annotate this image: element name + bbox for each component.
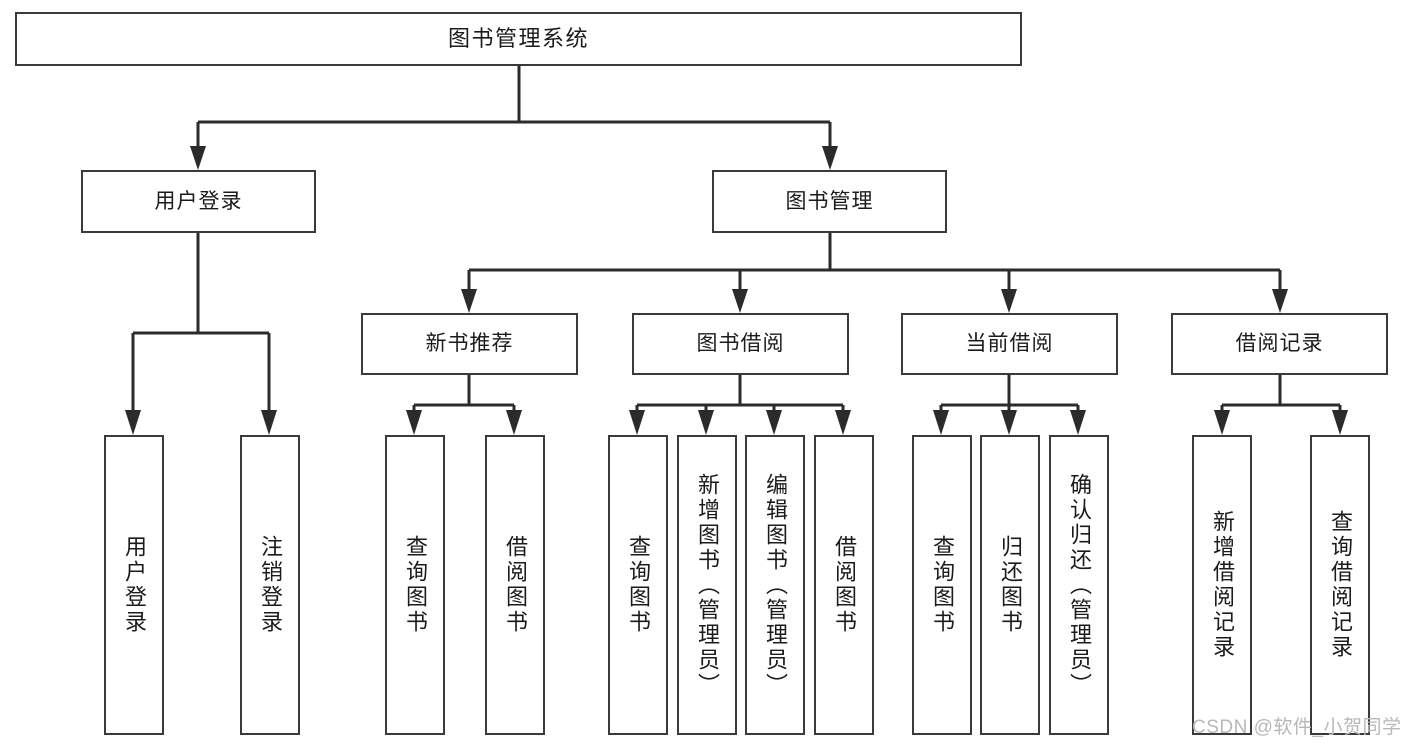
arrowhead-userlogin-l2 (261, 410, 277, 435)
arrowhead-userlogin-l1 (125, 410, 141, 435)
node-book-borrow-label: 图书借阅 (696, 332, 785, 356)
arrowhead-borrowrecord (1272, 289, 1288, 313)
arrowhead-bookborrow-l1 (629, 410, 645, 435)
node-borrow-record[interactable]: 借阅记录 (1171, 313, 1388, 375)
leaf-label: 用户登录 (122, 535, 147, 635)
node-user-login[interactable]: 用户登录 (81, 170, 316, 233)
leaf-book-borrow-add[interactable]: 新增图书（管理员） (677, 435, 737, 735)
arrowhead-bookborrow-l3 (766, 410, 782, 435)
node-user-login-label: 用户登录 (154, 189, 243, 213)
leaf-book-borrow-borrow[interactable]: 借阅图书 (814, 435, 874, 735)
leaf-borrow-record-query[interactable]: 查询借阅记录 (1310, 435, 1370, 735)
leaf-current-borrow-confirm[interactable]: 确认归还（管理员） (1049, 435, 1109, 735)
arrowhead-bookborrow (732, 289, 748, 313)
arrowhead-bookborrow-l4 (835, 410, 851, 435)
watermark-text: CSDN @软件_小贺同学 (1192, 717, 1402, 738)
node-root-label: 图书管理系统 (447, 25, 589, 51)
leaf-label: 查询借阅记录 (1328, 510, 1353, 660)
leaf-book-borrow-edit[interactable]: 编辑图书（管理员） (745, 435, 805, 735)
leaf-label: 查询图书 (403, 535, 428, 635)
node-new-book-recommend[interactable]: 新书推荐 (361, 313, 578, 375)
node-book-management[interactable]: 图书管理 (712, 170, 947, 233)
leaf-label: 查询图书 (626, 535, 651, 635)
arrowhead-currentborrow (1001, 289, 1017, 313)
leaf-current-borrow-return[interactable]: 归还图书 (980, 435, 1040, 735)
arrowhead-newbook-l2 (506, 410, 522, 435)
leaf-current-borrow-query[interactable]: 查询图书 (912, 435, 972, 735)
node-borrow-record-label: 借阅记录 (1235, 332, 1324, 356)
leaf-user-login-login[interactable]: 用户登录 (104, 435, 164, 735)
arrowhead-currentborrow-l3 (1070, 410, 1086, 435)
arrowhead-newbook (461, 289, 477, 313)
node-new-book-recommend-label: 新书推荐 (425, 332, 514, 356)
leaf-borrow-record-add[interactable]: 新增借阅记录 (1192, 435, 1252, 735)
node-root[interactable]: 图书管理系统 (15, 12, 1022, 66)
arrowhead-bookborrow-l2 (698, 410, 714, 435)
arrowhead-currentborrow-l2 (1001, 410, 1017, 435)
arrowhead-currentborrow-l1 (933, 410, 949, 435)
leaf-label: 新增图书（管理员） (695, 472, 720, 698)
node-current-borrow[interactable]: 当前借阅 (901, 313, 1118, 375)
arrowhead-userlogin (190, 146, 206, 170)
node-book-borrow[interactable]: 图书借阅 (632, 313, 849, 375)
leaf-label: 新增借阅记录 (1210, 510, 1235, 660)
leaf-new-book-borrow[interactable]: 借阅图书 (485, 435, 545, 735)
leaf-new-book-query[interactable]: 查询图书 (385, 435, 445, 735)
leaf-label: 确认归还（管理员） (1067, 472, 1092, 698)
arrowhead-newbook-l1 (406, 410, 422, 435)
node-book-management-label: 图书管理 (785, 189, 874, 213)
leaf-label: 编辑图书（管理员） (763, 472, 788, 698)
leaf-book-borrow-query[interactable]: 查询图书 (608, 435, 668, 735)
leaf-label: 借阅图书 (832, 535, 857, 635)
leaf-label: 注销登录 (258, 535, 283, 635)
arrowhead-borrowrecord-l2 (1332, 410, 1348, 435)
leaf-label: 归还图书 (998, 535, 1023, 635)
leaf-label: 借阅图书 (503, 535, 528, 635)
leaf-label: 查询图书 (930, 535, 955, 635)
arrowhead-bookmgmt (822, 146, 838, 170)
node-current-borrow-label: 当前借阅 (965, 332, 1054, 356)
arrowhead-borrowrecord-l1 (1214, 410, 1230, 435)
leaf-user-login-logout[interactable]: 注销登录 (240, 435, 300, 735)
